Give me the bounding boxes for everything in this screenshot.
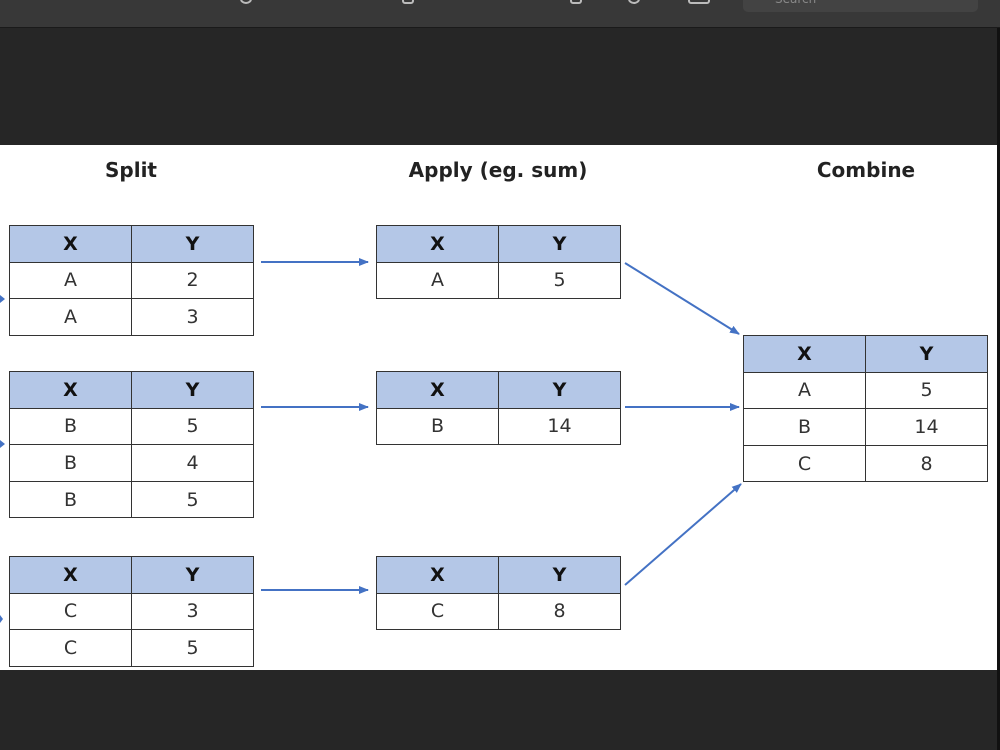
arrow xyxy=(624,262,740,335)
toolbar-icon[interactable] xyxy=(688,0,710,4)
column-header: Y xyxy=(131,556,254,594)
table-cell: B xyxy=(9,480,132,519)
table-cell: A xyxy=(376,261,499,300)
column-header: X xyxy=(376,371,499,409)
table-cell: B xyxy=(376,407,499,446)
toolbar-icon[interactable] xyxy=(402,0,414,4)
apply-title: Apply (eg. sum) xyxy=(408,158,588,182)
column-header: Y xyxy=(498,556,621,594)
table-cell: 8 xyxy=(498,592,621,631)
table-cell: B xyxy=(743,408,866,446)
toolbar-icon[interactable] xyxy=(240,0,252,4)
column-header: Y xyxy=(131,371,254,409)
table-cell: 8 xyxy=(865,444,988,483)
table-cell: 3 xyxy=(131,298,254,336)
table-cell: 3 xyxy=(131,592,254,631)
app-toolbar: Search xyxy=(0,0,1000,28)
table-cell: 5 xyxy=(131,629,254,667)
arrow xyxy=(624,483,742,586)
split-title: Split xyxy=(105,158,157,182)
table-cell: B xyxy=(9,444,132,482)
table-cell: 4 xyxy=(131,444,254,482)
table-cell: C xyxy=(743,444,866,483)
table-cell: 5 xyxy=(131,480,254,519)
table-cell: 2 xyxy=(131,261,254,300)
column-header: X xyxy=(376,225,499,263)
column-header: X xyxy=(376,556,499,594)
window-edge xyxy=(997,28,1000,750)
arrowhead-partial xyxy=(0,440,5,448)
arrows xyxy=(0,258,742,623)
toolbar-icon[interactable] xyxy=(570,0,582,4)
table-cell: A xyxy=(9,261,132,300)
table-cell: B xyxy=(9,407,132,446)
search-input[interactable]: Search xyxy=(743,0,978,12)
toolbar-icon[interactable] xyxy=(628,0,640,4)
table-cell: 14 xyxy=(498,407,621,446)
column-header: X xyxy=(9,556,132,594)
table-cell: 5 xyxy=(498,261,621,300)
arrowhead-partial xyxy=(0,615,3,623)
table-cell: 5 xyxy=(131,407,254,446)
table-cell: A xyxy=(9,298,132,336)
table-cell: 14 xyxy=(865,408,988,446)
table-cell: 5 xyxy=(865,371,988,410)
table-cell: C xyxy=(376,592,499,631)
arrowhead-partial xyxy=(0,295,5,303)
column-header: X xyxy=(9,371,132,409)
combine-title: Combine xyxy=(816,158,916,182)
column-header: Y xyxy=(498,225,621,263)
table-cell: C xyxy=(9,629,132,667)
